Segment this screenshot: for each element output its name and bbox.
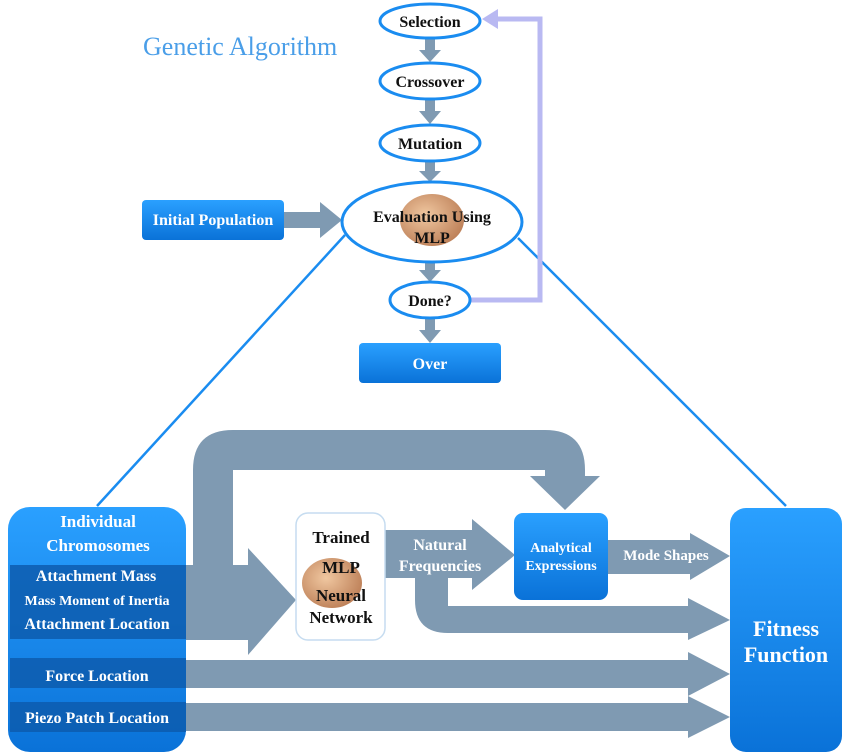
gene-attachment-mass: Attachment Mass [36,568,156,585]
selection-label: Selection [399,14,460,31]
mlp-label-2: MLP [322,558,360,577]
over-box: Over [359,343,501,383]
done-label: Done? [408,293,452,310]
connector-line-right [517,237,787,507]
gene-piezo-patch-location: Piezo Patch Location [25,710,169,727]
chromosomes-title-2: Chromosomes [46,536,150,555]
fitness-function-box: Fitness Function [730,508,842,752]
force-arrow-head [688,652,730,696]
mlp-label-4: Network [309,608,373,627]
brain-icon [302,558,362,608]
initial-population-box: Initial Population [142,200,284,240]
gene-attachment-location: Attachment Location [24,616,169,633]
natural-frequencies-label-2: Frequencies [399,558,481,575]
fitness-label-2: Function [744,642,828,667]
force-arrow-body [186,660,690,688]
chromosomes-title-1: Individual [60,512,136,531]
loop-arrow-head [530,476,600,510]
mode-shapes-label: Mode Shapes [623,548,709,564]
natural-frequencies-label-1: Natural [413,537,467,554]
individual-chromosomes-box: Individual Chromosomes Attachment Mass M… [8,507,186,752]
done-node: Done? [388,280,472,320]
fitness-label-1: Fitness [753,616,819,641]
piezo-arrow-body [186,703,690,731]
branch-arrow-head [688,598,730,640]
gene-mass-moment-of-inertia: Mass Moment of Inertia [24,594,169,609]
mode-shapes-arrow-head [690,533,730,580]
initial-population-label: Initial Population [153,212,274,229]
ga-step-arrows [284,38,441,343]
feedback-loop-line [468,16,543,303]
analytical-expressions-box: Analytical Expressions [514,513,608,600]
input-arrow-body [186,565,250,640]
evaluation-label-1: Evaluation Using [373,209,491,226]
evaluation-node: Evaluation Using MLP [340,180,524,264]
piezo-arrow-head [688,696,730,738]
diagram-title: Genetic Algorithm [143,32,337,61]
mutation-label: Mutation [398,136,462,153]
analytical-label-2: Expressions [525,559,597,574]
analytical-label-1: Analytical [530,541,592,556]
trained-mlp-box: Trained MLP Neural Network [295,512,386,641]
crossover-label: Crossover [395,74,464,91]
input-arrow-head [248,548,296,655]
evaluation-label-2: MLP [414,230,450,247]
over-label: Over [413,356,448,373]
natural-frequencies-arrow-body [385,530,475,578]
natural-frequencies-arrow-head [472,519,515,590]
connector-line-left [96,234,346,507]
mlp-label-3: Neural [316,586,366,605]
gene-force-location: Force Location [45,668,148,685]
feedback-arrow-head [482,9,498,29]
selection-node: Selection [378,2,482,40]
crossover-node: Crossover [378,61,482,101]
mlp-label-1: Trained [312,528,370,547]
mutation-node: Mutation [378,123,482,163]
brain-icon [400,194,464,246]
flow-arrows [186,430,730,738]
mode-shapes-arrow-body [608,540,692,574]
branch-arrow-body [415,578,690,633]
